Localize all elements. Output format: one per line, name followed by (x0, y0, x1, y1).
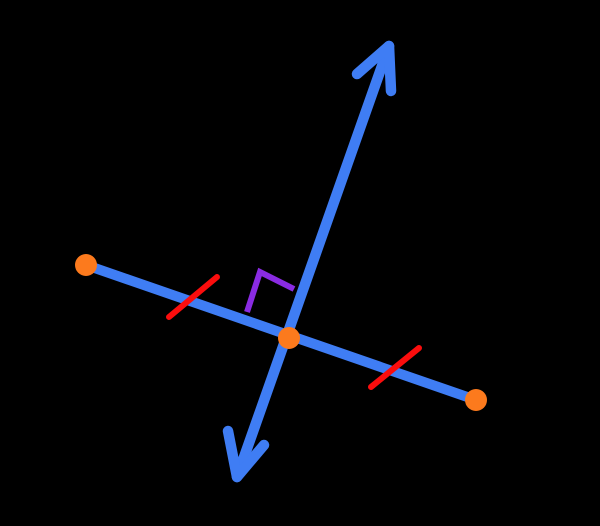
midpoint-dot (278, 327, 300, 349)
arrowhead-up-icon (351, 40, 397, 97)
arrowhead-down-icon (222, 425, 270, 483)
right-angle-marker (244, 267, 296, 313)
tick-mark-right (368, 345, 422, 390)
tick-mark-left (166, 274, 220, 320)
endpoint-dot-right (465, 389, 487, 411)
endpoint-dot-left (75, 254, 97, 276)
perpendicular-bisector-line (231, 40, 395, 483)
